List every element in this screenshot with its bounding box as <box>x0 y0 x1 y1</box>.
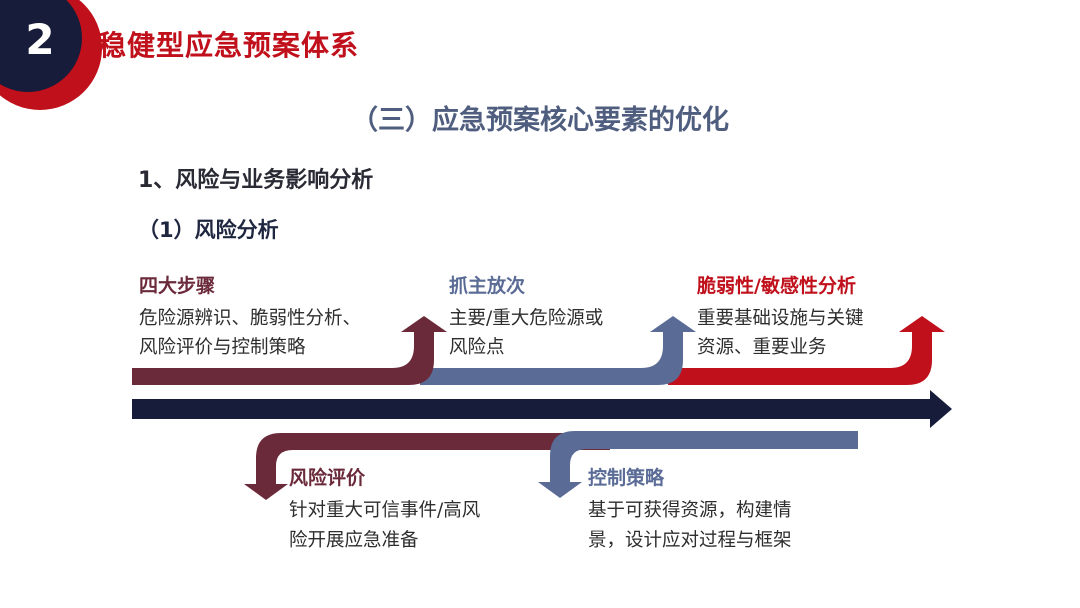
main-timeline-arrow <box>132 390 952 428</box>
subtitle: （三）应急预案核心要素的优化 <box>351 105 729 136</box>
step-risk-evaluation-title: 风险评价 <box>289 466 366 489</box>
step-four-steps-line-1: 危险源辨识、脆弱性分析、 <box>139 308 361 329</box>
step-vulnerability-line-1: 重要基础设施与关键 <box>697 308 864 329</box>
step-focus-line-1: 主要/重大危险源或 <box>449 308 603 329</box>
step-risk-evaluation-line-1: 针对重大可信事件/高风 <box>289 500 480 521</box>
corner-decoration <box>0 0 102 110</box>
arrow-control-strategy <box>538 431 858 498</box>
section-number: 2 <box>25 15 55 64</box>
step-vulnerability-line-2: 资源、重要业务 <box>697 337 827 358</box>
step-control-strategy-line-2: 景，设计应对过程与框架 <box>588 530 792 551</box>
step-control-strategy-title: 控制策略 <box>588 466 665 489</box>
section-title: 稳健型应急预案体系 <box>98 29 360 62</box>
step-four-steps-line-2: 风险评价与控制策略 <box>139 337 306 358</box>
heading-level-2: （1）风险分析 <box>138 218 279 242</box>
heading-level-1: 1、风险与业务影响分析 <box>138 168 374 193</box>
arrow-focus <box>420 316 696 385</box>
step-focus-line-2: 风险点 <box>449 337 505 358</box>
step-control-strategy-line-1: 基于可获得资源，构建情 <box>588 500 792 521</box>
step-focus-title: 抓主放次 <box>449 274 525 297</box>
corner-navy-circle <box>0 0 82 92</box>
step-vulnerability-title: 脆弱性/敏感性分析 <box>696 274 856 297</box>
arrow-four-steps <box>132 316 447 385</box>
step-four-steps-title: 四大步骤 <box>139 274 215 297</box>
arrow-risk-evaluation <box>244 433 610 500</box>
step-risk-evaluation-line-2: 险开展应急准备 <box>289 530 419 551</box>
arrow-vulnerability <box>668 316 945 385</box>
